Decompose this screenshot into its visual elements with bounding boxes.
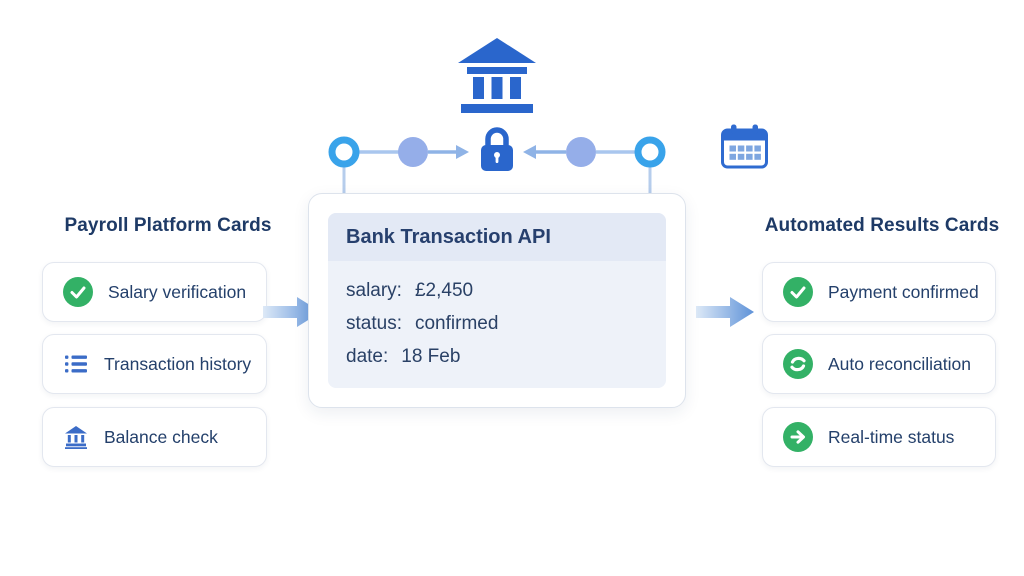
field-value: £2,450 [414,280,474,301]
field-key: salary: [346,280,402,301]
card-balance-check: Balance check [42,407,267,467]
check-circle-icon [783,277,813,307]
left-column-title: Payroll Platform Cards [64,215,272,236]
field-value: confirmed [414,313,499,334]
lock-icon [481,127,513,171]
arrow-left-icon [523,145,536,159]
card-salary-verification: Salary verification [42,262,267,322]
api-panel-body: salary: £2,450 status: confirmed date: 18 F… [328,261,666,373]
card-label: Balance check [104,426,218,447]
api-field-status: status: confirmed [346,307,648,340]
api-panel-title: Bank Transaction API [328,213,666,261]
card-transaction-history: Transaction history [42,334,267,394]
api-panel: Bank Transaction API salary: £2,450 statu… [328,213,666,388]
bank-icon [65,426,87,449]
calendar-icon [721,124,768,169]
arrow-right-icon [456,145,469,159]
bank-transaction-api-card: Bank Transaction API salary: £2,450 statu… [308,193,686,408]
card-auto-reconciliation: Auto reconciliation [762,334,996,394]
card-label: Transaction history [104,353,252,374]
card-label: Auto reconciliation [828,353,971,374]
arrow-left-to-center-icon [263,297,321,327]
flow-ring-left [328,136,360,168]
field-value: 18 Feb [401,346,461,367]
flow-node-right [566,137,596,167]
flow-node-left [398,137,428,167]
field-key: status: [346,313,402,334]
flow-ring-right [634,136,666,168]
api-field-date: date: 18 Feb [346,340,648,373]
card-label: Payment confirmed [828,281,979,302]
check-circle-icon [63,277,93,307]
api-field-salary: salary: £2,450 [346,274,648,307]
card-payment-confirmed: Payment confirmed [762,262,996,322]
card-label: Salary verification [108,281,247,302]
right-column-title: Automated Results Cards [764,215,1000,236]
card-real-time-status: Real-time status [762,407,996,467]
field-key: date: [346,346,389,367]
list-icon [65,355,87,373]
bank-icon [458,38,536,113]
card-label: Real-time status [828,426,955,447]
secure-flow-connector [328,127,666,203]
arrow-right-circle-icon [783,422,813,452]
sync-icon [783,349,813,379]
arrow-center-to-right-icon [696,297,754,327]
